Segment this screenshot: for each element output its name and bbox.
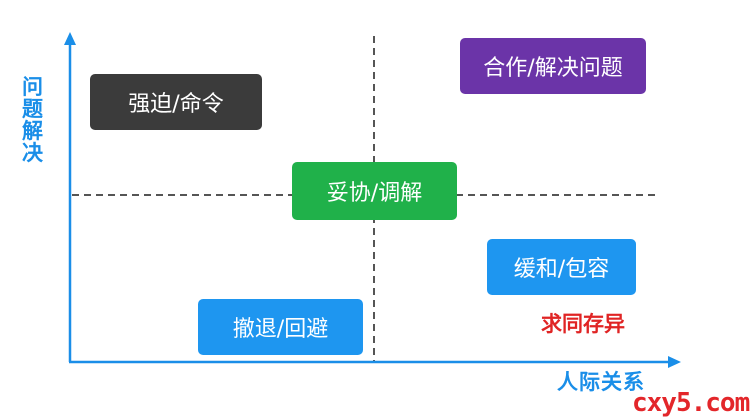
force-command-box: 强迫/命令 bbox=[90, 74, 262, 130]
collaborate-problem-solving-box: 合作/解决问题 bbox=[460, 38, 646, 94]
withdraw-avoid-box: 撤退/回避 bbox=[198, 299, 363, 355]
common-ground-note: 求同存异 bbox=[541, 312, 625, 336]
accommodate-tolerance-box: 缓和/包容 bbox=[487, 239, 636, 295]
y-axis-arrow bbox=[64, 32, 76, 45]
y-axis-label: 问题解决 bbox=[22, 75, 43, 166]
watermark: cxy5.com bbox=[632, 388, 750, 418]
x-axis-arrow bbox=[668, 356, 681, 368]
compromise-mediation-box: 妥协/调解 bbox=[292, 162, 457, 220]
x-axis-label: 人际关系 bbox=[557, 370, 645, 394]
